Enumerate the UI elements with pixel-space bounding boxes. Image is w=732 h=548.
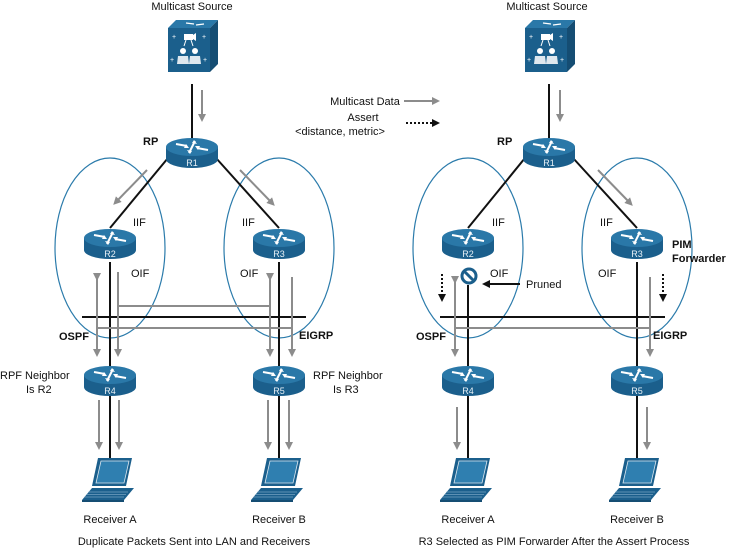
rpf-neighbor-label: RPF Neighbor	[313, 370, 383, 382]
r1-label: R1	[186, 158, 198, 168]
pruned-label: Pruned	[526, 279, 561, 291]
data-arrow	[113, 169, 148, 205]
oif-label: OIF	[240, 268, 259, 280]
rp-label: RP	[143, 136, 158, 148]
oif-label: OIF	[131, 268, 150, 280]
r3-label: R3	[273, 249, 285, 259]
link-r1-r2	[467, 157, 526, 229]
receiver-b-label: Receiver B	[252, 514, 306, 526]
pim-forwarder-label: Forwarder	[672, 253, 727, 265]
left-diagram: Multicast Source R1 R2	[0, 1, 383, 548]
receiver-a-laptop-icon[interactable]	[81, 457, 135, 503]
rpf-neighbor-value: Is R3	[333, 384, 359, 396]
link-r1-r2	[109, 157, 169, 229]
iif-label: IIF	[492, 217, 505, 229]
data-arrow	[597, 169, 633, 206]
right-diagram: Multicast Source R1 R2	[412, 1, 727, 548]
legend-assert: Assert	[347, 112, 378, 124]
iif-label: IIF	[133, 217, 146, 229]
receiver-b-laptop-icon[interactable]	[608, 457, 662, 503]
r2-label: R2	[462, 249, 474, 259]
right-source-label: Multicast Source	[506, 1, 587, 13]
receiver-a-label: Receiver A	[83, 514, 137, 526]
r3-label: R3	[631, 249, 643, 259]
r4-label: R4	[104, 386, 116, 396]
rp-label: RP	[497, 136, 512, 148]
legend-assert-metric: <distance, metric>	[295, 126, 385, 138]
link-r1-r3	[572, 157, 638, 229]
receiver-b-label: Receiver B	[610, 514, 664, 526]
r1-label: R1	[543, 158, 555, 168]
r4-label: R4	[462, 386, 474, 396]
legend-multicast-data: Multicast Data	[330, 96, 401, 108]
r2-label: R2	[104, 249, 116, 259]
right-caption: R3 Selected as PIM Forwarder After the A…	[419, 536, 690, 548]
pruned-icon	[460, 267, 478, 285]
link-r1-r3	[215, 157, 280, 229]
receiver-a-laptop-icon[interactable]	[439, 457, 493, 503]
rpf-neighbor-label: RPF Neighbor	[0, 370, 70, 382]
multicast-source-icon[interactable]	[167, 19, 219, 73]
pim-forwarder-label: PIM	[672, 239, 692, 251]
ospf-label: OSPF	[416, 331, 446, 343]
receiver-b-laptop-icon[interactable]	[250, 457, 304, 503]
eigrp-label: EIGRP	[653, 330, 687, 342]
ospf-label: OSPF	[59, 331, 89, 343]
receiver-a-label: Receiver A	[441, 514, 495, 526]
iif-label: IIF	[242, 217, 255, 229]
eigrp-label: EIGRP	[299, 330, 333, 342]
left-source-label: Multicast Source	[151, 1, 232, 13]
multicast-source-icon[interactable]	[524, 19, 576, 73]
left-caption: Duplicate Packets Sent into LAN and Rece…	[78, 536, 311, 548]
rpf-neighbor-value: Is R2	[26, 384, 52, 396]
iif-label: IIF	[600, 217, 613, 229]
r5-label: R5	[273, 386, 285, 396]
r5-label: R5	[631, 386, 643, 396]
oif-label: OIF	[490, 268, 509, 280]
data-arrow	[239, 169, 275, 206]
oif-label: OIF	[598, 268, 617, 280]
